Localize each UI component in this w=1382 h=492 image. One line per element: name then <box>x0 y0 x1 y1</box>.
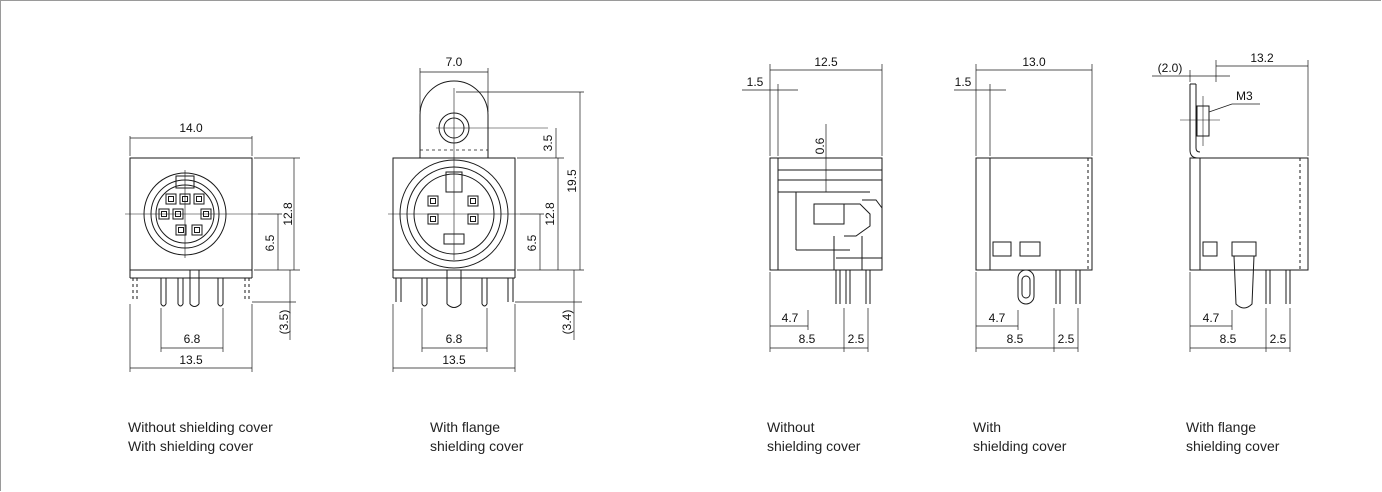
dim-flange-hole-offset: 3.5 <box>541 134 555 151</box>
side-view-flange: 13.2 (2.0) M3 4.7 8.5 2.5 <box>1152 51 1309 352</box>
dim-front-offset: 1.5 <box>955 75 972 89</box>
dim-pin-extension: (3.5) <box>277 310 291 335</box>
connector-body <box>975 157 1093 271</box>
ground-tab <box>1233 255 1255 309</box>
connector-body <box>1189 157 1309 271</box>
dim-pin-spacing: 2.5 <box>848 332 865 346</box>
dim-pin-spacing: 2.5 <box>1058 332 1075 346</box>
flange-tab <box>419 80 489 158</box>
caption-line: Without <box>767 419 815 435</box>
caption-side-flange: With flange shielding cover <box>1186 418 1279 456</box>
front-view-flange: 7.0 19.5 3.5 12.8 6.5 (3.4) 6.8 13.5 <box>388 55 584 372</box>
dim-depth: 13.0 <box>1022 55 1046 69</box>
dim-width-bottom: 13.5 <box>179 353 203 367</box>
terminal-legs <box>395 270 514 308</box>
dim-width-bottom: 13.5 <box>442 353 466 367</box>
caption-front-flange: With flange shielding cover <box>430 418 523 456</box>
dim-height-center: 6.5 <box>525 234 539 251</box>
caption-side-no-cover: Without shielding cover <box>767 418 860 456</box>
dim-pin-offset: 4.7 <box>782 311 799 325</box>
dim-pin-pitch: 6.8 <box>184 332 201 346</box>
dim-height-total: 19.5 <box>565 169 579 193</box>
dim-pin-extension: (3.4) <box>560 310 574 335</box>
dim-height-body: 12.8 <box>543 202 557 226</box>
dim-pin-offset: 4.7 <box>989 311 1006 325</box>
dim-pin-row: 8.5 <box>1007 332 1024 346</box>
caption-line: With flange <box>1186 419 1257 435</box>
contact-pins <box>427 195 479 225</box>
ground-tab <box>1017 269 1035 305</box>
caption-line: shielding cover <box>430 438 524 454</box>
dim-front-offset: 1.5 <box>747 75 764 89</box>
caption-line: shielding cover <box>973 438 1067 454</box>
dim-height-center: 6.5 <box>263 234 277 251</box>
latch <box>813 203 845 225</box>
dim-pin-spacing: 2.5 <box>1270 332 1287 346</box>
dim-flange-width: 7.0 <box>446 55 463 69</box>
dim-depth: 13.2 <box>1250 51 1274 65</box>
caption-line: shielding cover <box>1186 438 1280 454</box>
caption-line: With shielding cover <box>128 438 254 454</box>
dim-pin-row: 8.5 <box>1220 332 1237 346</box>
terminal-legs <box>1055 270 1081 304</box>
terminal-legs <box>1265 270 1291 304</box>
terminal-legs <box>835 270 871 304</box>
dim-pin-row: 8.5 <box>799 332 816 346</box>
dim-rib-height: 0.6 <box>813 137 827 154</box>
caption-line: shielding cover <box>767 438 861 454</box>
terminal-legs <box>132 270 250 307</box>
dim-front-offset: (2.0) <box>1158 61 1183 75</box>
caption-line: Without shielding cover <box>128 419 273 435</box>
side-view-shielding-cover: 13.0 1.5 4.7 8.5 2.5 <box>954 55 1093 352</box>
caption-line: With <box>973 419 1001 435</box>
caption-line: With flange <box>430 419 501 435</box>
front-view-standard: 14.0 12.8 6.5 (3.5) 6.8 13.5 <box>125 121 300 372</box>
side-view-no-cover: 12.5 1.5 0.6 4.7 8.5 2.5 <box>742 55 883 352</box>
dim-height-body: 12.8 <box>281 202 295 226</box>
label-screw-m3: M3 <box>1236 89 1253 103</box>
dim-pin-pitch: 6.8 <box>446 332 463 346</box>
dim-width-top: 14.0 <box>179 121 203 135</box>
dim-pin-offset: 4.7 <box>1203 311 1220 325</box>
dim-depth: 12.5 <box>814 55 838 69</box>
caption-front-standard: Without shielding cover With shielding c… <box>128 418 273 456</box>
caption-side-shielding: With shielding cover <box>973 418 1066 456</box>
